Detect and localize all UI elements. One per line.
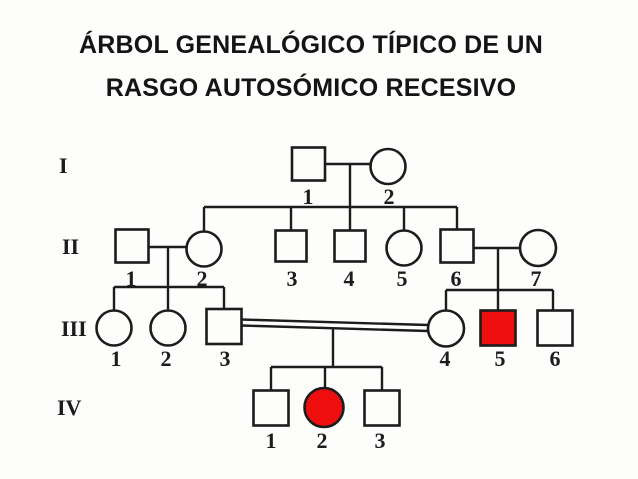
consanguinity-line-top — [241, 318, 429, 327]
individual-II-3-male — [274, 229, 308, 263]
individual-number-IV-3: 3 — [375, 428, 386, 453]
individual-number-III-5: 5 — [495, 346, 506, 371]
individual-number-III-1: 1 — [111, 346, 122, 371]
page-title-line-1: ÁRBOL GENEALÓGICO TÍPICO DE UN — [79, 31, 543, 59]
individual-II-1-male — [114, 228, 150, 264]
individual-number-I-2: 2 — [384, 184, 395, 209]
individual-number-III-6: 6 — [550, 346, 561, 371]
individual-number-I-1: 1 — [303, 184, 314, 209]
individual-number-II-4: 4 — [344, 266, 355, 291]
individual-III-6-male — [536, 309, 574, 347]
generation-label-I: I — [59, 153, 68, 178]
individual-number-III-2: 2 — [161, 346, 172, 371]
individual-IV-1-male — [252, 389, 290, 427]
individual-II-4-male — [333, 229, 367, 263]
page-title: ÁRBOL GENEALÓGICO TÍPICO DE UN RASGO AUT… — [2, 24, 620, 110]
individual-III-5-male-affected — [479, 309, 517, 347]
generation-label-III: III — [61, 316, 87, 341]
individual-II-7-female — [518, 228, 558, 268]
individual-number-II-7: 7 — [531, 266, 542, 291]
individual-number-III-4: 4 — [440, 346, 451, 371]
individual-III-2-female — [149, 309, 187, 347]
individual-II-2-female — [185, 230, 223, 268]
individual-number-II-2: 2 — [197, 266, 208, 291]
consanguinity-line-bottom — [241, 324, 429, 333]
individual-III-3-male — [205, 307, 243, 346]
individual-IV-2-female-affected — [303, 386, 345, 429]
individual-I-1-male — [290, 146, 327, 182]
individual-number-II-5: 5 — [397, 266, 408, 291]
individual-I-2-female — [369, 147, 407, 186]
generation-label-IV: IV — [57, 395, 82, 420]
individual-number-III-3: 3 — [220, 346, 231, 371]
individual-II-5-female — [385, 229, 423, 267]
individual-III-4-female — [426, 309, 466, 348]
individual-number-II-1: 1 — [126, 266, 137, 291]
page-title-line-2: RASGO AUTOSÓMICO RECESIVO — [105, 74, 517, 102]
individual-IV-3-male — [363, 389, 401, 427]
individual-number-IV-2: 2 — [317, 428, 328, 453]
individual-number-IV-1: 1 — [266, 428, 277, 453]
individual-number-II-6: 6 — [451, 266, 462, 291]
individual-II-6-male — [439, 228, 475, 264]
individual-III-1-female — [95, 309, 133, 347]
individual-number-II-3: 3 — [287, 266, 298, 291]
generation-label-II: II — [62, 234, 79, 259]
